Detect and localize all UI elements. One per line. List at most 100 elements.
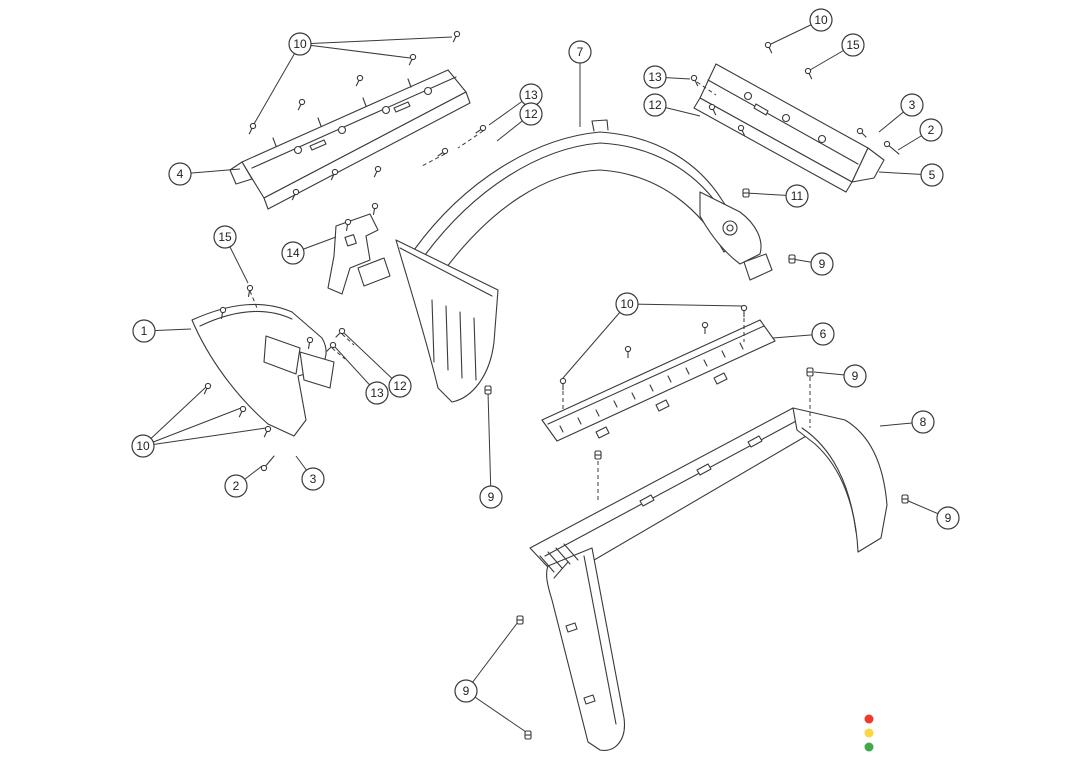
callout-number: 11 bbox=[791, 189, 804, 203]
clip-icon bbox=[806, 367, 814, 377]
part-4-left-roof-rail[interactable] bbox=[229, 69, 471, 210]
callout-number: 7 bbox=[577, 45, 584, 59]
callout-circle[interactable] bbox=[301, 467, 325, 491]
callout-circle[interactable] bbox=[288, 32, 312, 56]
callout-15[interactable]: 15 bbox=[841, 33, 865, 57]
leader-line bbox=[562, 303, 628, 379]
clip-icon bbox=[901, 494, 909, 504]
callout-number: 12 bbox=[648, 98, 662, 112]
callout-6[interactable]: 6 bbox=[811, 322, 835, 346]
callout-circle[interactable] bbox=[841, 33, 865, 57]
grommet-outer bbox=[722, 220, 738, 236]
clip-slots-band bbox=[639, 435, 763, 507]
callout-circle[interactable] bbox=[643, 65, 667, 89]
callout-circle[interactable] bbox=[168, 162, 192, 186]
callout-9[interactable]: 9 bbox=[479, 485, 503, 509]
callout-number: 3 bbox=[310, 472, 317, 486]
mount-slot bbox=[753, 103, 769, 116]
callout-number: 14 bbox=[286, 246, 300, 260]
screw-icon bbox=[437, 147, 449, 157]
callout-number: 10 bbox=[293, 37, 307, 51]
callout-circle[interactable] bbox=[911, 410, 935, 434]
callout-9[interactable]: 9 bbox=[454, 679, 478, 703]
callout-10[interactable]: 10 bbox=[131, 434, 155, 458]
callout-12[interactable]: 12 bbox=[643, 93, 667, 117]
callout-8[interactable]: 8 bbox=[911, 410, 935, 434]
callout-circle[interactable] bbox=[132, 319, 156, 343]
callout-3[interactable]: 3 bbox=[900, 93, 924, 117]
callout-circle[interactable] bbox=[900, 93, 924, 117]
callout-circle[interactable] bbox=[811, 322, 835, 346]
mount-hole bbox=[293, 145, 303, 155]
callout-15[interactable]: 15 bbox=[213, 225, 237, 249]
callout-2[interactable]: 2 bbox=[224, 474, 248, 498]
top-edge-line bbox=[399, 247, 493, 297]
callout-12[interactable]: 12 bbox=[519, 102, 543, 126]
screw-icon bbox=[248, 122, 257, 135]
callout-13[interactable]: 13 bbox=[365, 381, 389, 405]
callout-2[interactable]: 2 bbox=[919, 118, 943, 142]
part-corner-panel[interactable] bbox=[395, 239, 499, 403]
callout-circle[interactable] bbox=[479, 485, 503, 509]
callout-12[interactable]: 12 bbox=[388, 374, 412, 398]
callout-circle[interactable] bbox=[615, 292, 639, 316]
callout-13[interactable]: 13 bbox=[643, 65, 667, 89]
dashed-guide-line bbox=[331, 347, 346, 360]
callout-circle[interactable] bbox=[809, 8, 833, 32]
bracket-hole bbox=[344, 234, 357, 247]
callout-10[interactable]: 10 bbox=[615, 292, 639, 316]
callout-circle[interactable] bbox=[224, 474, 248, 498]
callout-number: 8 bbox=[920, 415, 927, 429]
status-dot-yellow bbox=[864, 728, 874, 738]
callout-13[interactable]: 13 bbox=[519, 83, 543, 107]
callout-circle[interactable] bbox=[388, 374, 412, 398]
part-outline bbox=[413, 131, 748, 269]
part-7-roof-frame-arch[interactable] bbox=[413, 119, 748, 269]
screw-icon bbox=[764, 41, 773, 54]
callout-circle[interactable] bbox=[936, 506, 960, 530]
callout-7[interactable]: 7 bbox=[568, 40, 592, 64]
screw-icon bbox=[297, 98, 306, 111]
callout-circle[interactable] bbox=[281, 241, 305, 265]
callout-circle[interactable] bbox=[519, 102, 543, 126]
leader-line bbox=[465, 621, 519, 692]
mount-hole bbox=[743, 91, 753, 101]
screw-icon bbox=[373, 165, 382, 178]
callout-9[interactable]: 9 bbox=[936, 506, 960, 530]
part-14-bracket[interactable] bbox=[327, 213, 391, 295]
callout-1[interactable]: 1 bbox=[132, 319, 156, 343]
callout-circle[interactable] bbox=[919, 118, 943, 142]
part-8-pillar-frame-trim[interactable] bbox=[529, 407, 888, 751]
callout-number: 5 bbox=[929, 168, 936, 182]
screw-icon bbox=[701, 321, 709, 334]
screw-long-icon bbox=[883, 140, 900, 155]
callout-circle[interactable] bbox=[365, 381, 389, 405]
callout-11[interactable]: 11 bbox=[785, 184, 809, 208]
dashed-guide-line bbox=[696, 81, 717, 96]
callout-4[interactable]: 4 bbox=[168, 162, 192, 186]
part-6-cross-slat[interactable] bbox=[541, 319, 776, 442]
callout-number: 9 bbox=[819, 257, 826, 271]
callout-3[interactable]: 3 bbox=[301, 467, 325, 491]
part-1-left-trim-panel[interactable] bbox=[191, 303, 335, 437]
callout-9[interactable]: 9 bbox=[843, 364, 867, 388]
callout-circle[interactable] bbox=[843, 364, 867, 388]
part-end-bracket bbox=[851, 147, 885, 183]
callout-circle[interactable] bbox=[131, 434, 155, 458]
mount-hole bbox=[423, 86, 433, 96]
callout-9[interactable]: 9 bbox=[810, 252, 834, 276]
callout-circle[interactable] bbox=[454, 679, 478, 703]
callout-10[interactable]: 10 bbox=[288, 32, 312, 56]
callout-circle[interactable] bbox=[213, 225, 237, 249]
callout-circle[interactable] bbox=[920, 163, 944, 187]
part-11-end-bracket[interactable] bbox=[699, 191, 773, 281]
callout-5[interactable]: 5 bbox=[920, 163, 944, 187]
mount-hole bbox=[781, 113, 791, 123]
callout-10[interactable]: 10 bbox=[809, 8, 833, 32]
callout-circle[interactable] bbox=[785, 184, 809, 208]
callout-circle[interactable] bbox=[643, 93, 667, 117]
callout-circle[interactable] bbox=[810, 252, 834, 276]
callout-14[interactable]: 14 bbox=[281, 241, 305, 265]
part-5-right-roof-rail[interactable] bbox=[693, 63, 885, 193]
callout-circle[interactable] bbox=[568, 40, 592, 64]
